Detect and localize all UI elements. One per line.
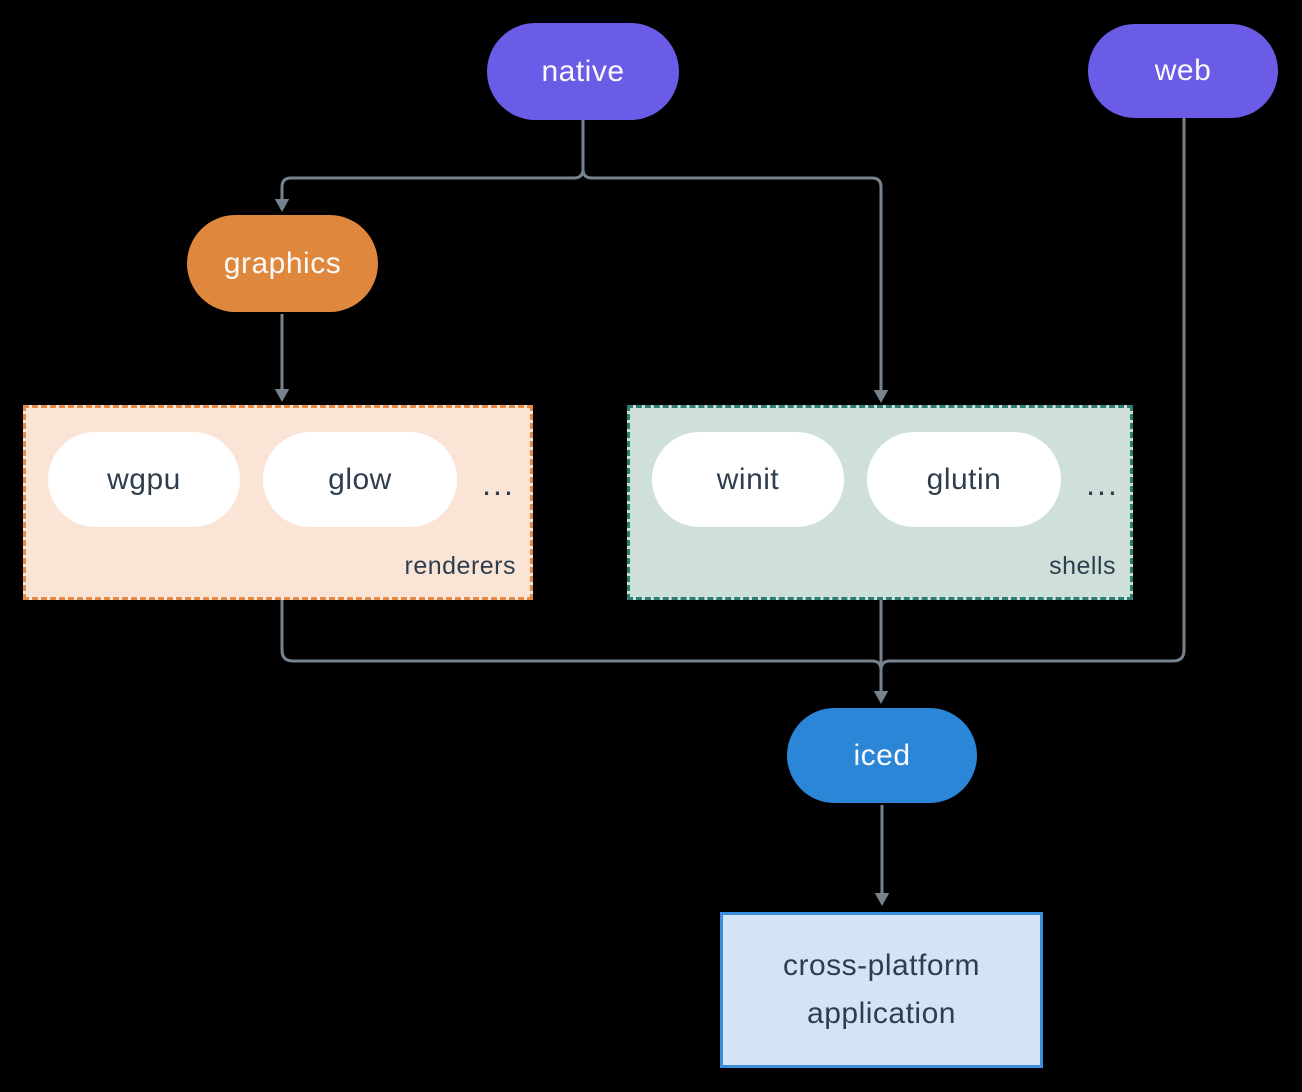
arrow-down-icon	[274, 389, 290, 402]
arrow-down-icon	[274, 199, 290, 212]
edge-renderers-merge	[280, 600, 883, 671]
node-graphics-label: graphics	[223, 246, 342, 280]
node-glow: glow	[263, 432, 457, 527]
node-glow-label: glow	[328, 462, 392, 496]
node-glutin: glutin	[867, 432, 1061, 527]
arrow-down-icon	[873, 390, 889, 403]
edge-native-graphics	[280, 120, 585, 199]
node-wgpu-label: wgpu	[107, 462, 181, 496]
node-winit-label: winit	[716, 462, 780, 496]
node-winit: winit	[652, 432, 844, 527]
node-iced-label: iced	[853, 738, 911, 772]
ellipsis-shells: ...	[1086, 466, 1119, 502]
group-label-shells: shells	[1049, 552, 1116, 580]
node-web: web	[1088, 24, 1278, 118]
ellipsis-renderers: ...	[482, 466, 515, 502]
arrow-down-icon	[874, 893, 890, 906]
edge-native-shells	[581, 168, 883, 391]
arrow-down-icon	[873, 691, 889, 704]
group-label-renderers: renderers	[404, 552, 516, 580]
node-wgpu: wgpu	[48, 432, 240, 527]
node-web-label: web	[1154, 54, 1212, 87]
node-iced: iced	[787, 708, 977, 803]
app-box-line2: application	[807, 997, 956, 1030]
node-glutin-label: glutin	[926, 462, 1002, 496]
app-box: cross-platform application	[720, 912, 1043, 1068]
app-box-line1: cross-platform	[782, 949, 981, 982]
node-native: native	[487, 23, 679, 120]
group-renderers: wgpu glow ... renderers	[23, 405, 533, 600]
node-native-label: native	[541, 54, 625, 88]
group-shells: winit glutin ... shells	[627, 405, 1133, 600]
node-graphics: graphics	[187, 215, 378, 312]
